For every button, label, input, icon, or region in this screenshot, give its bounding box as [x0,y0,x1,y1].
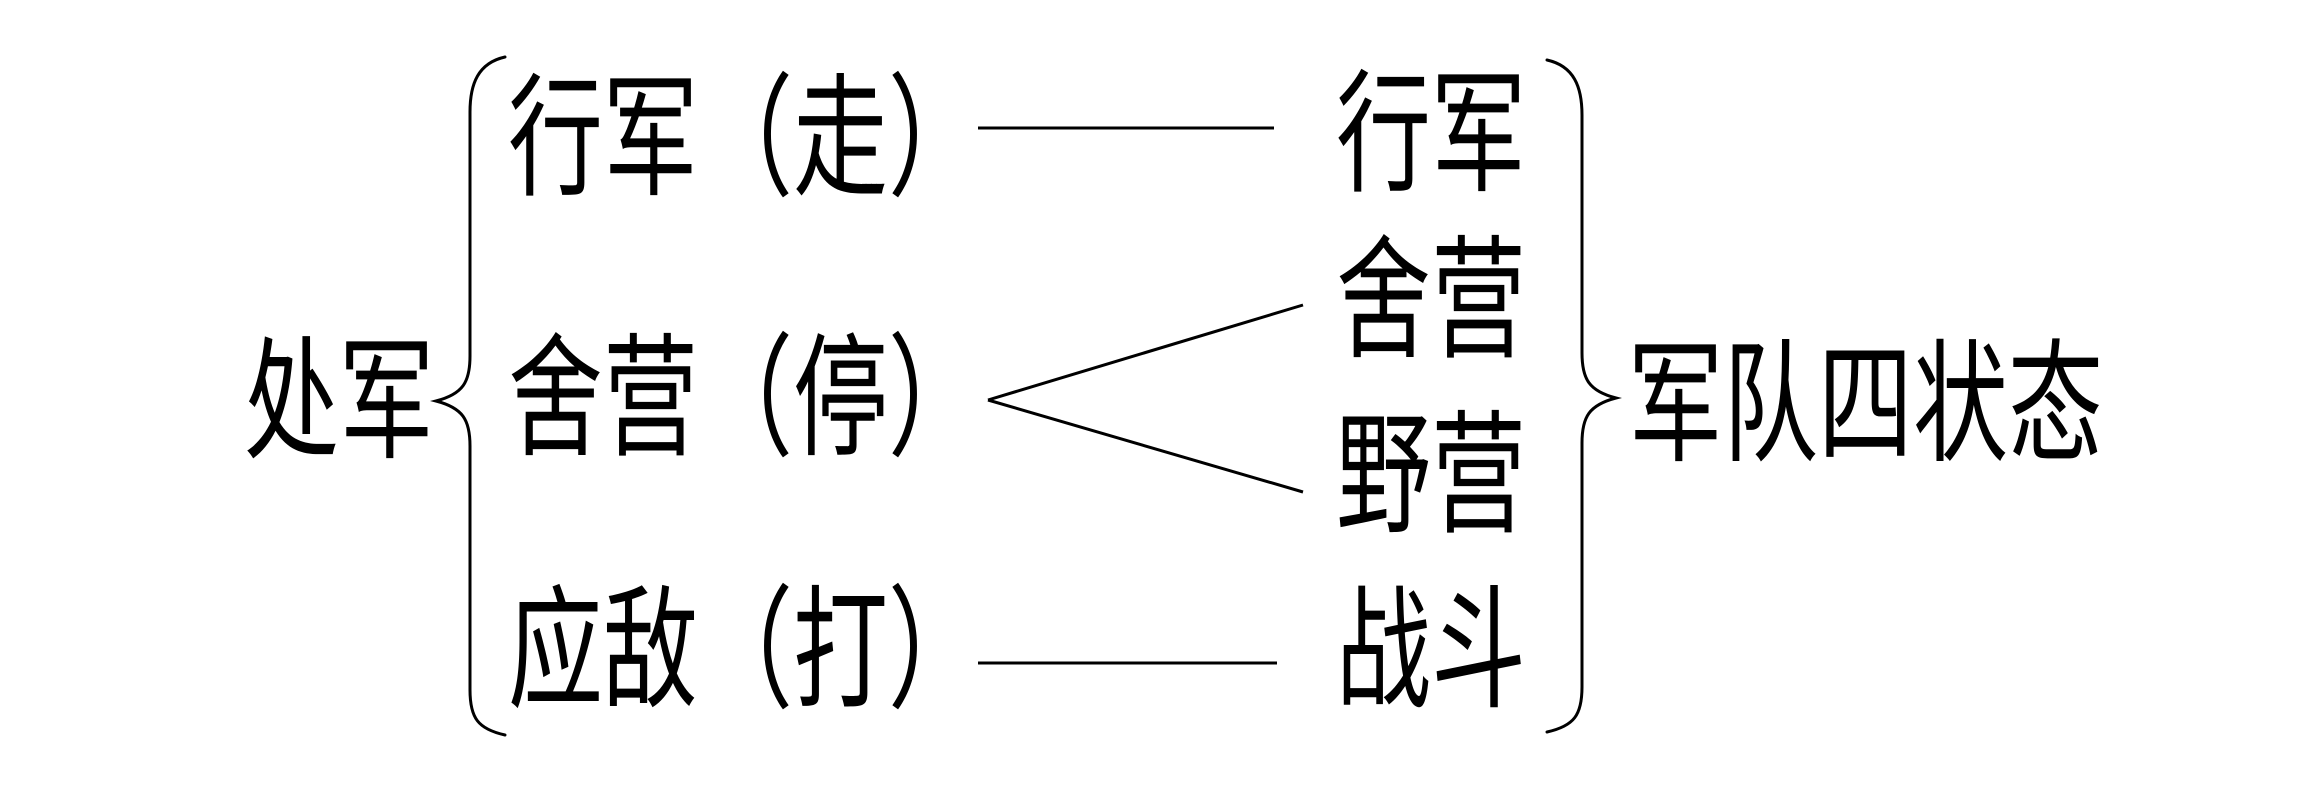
right-item-field-camp: 野营 [1336,402,1527,551]
fork-line-lower [987,398,1304,494]
right-item-marching: 行军 [1336,61,1527,210]
right-brace [1545,58,1622,734]
root-label: 处军 [244,328,435,477]
left-brace [430,55,507,737]
right-item-combat: 战斗 [1336,577,1527,726]
summary-label: 军队四状态 [1628,331,2104,480]
left-item-camping: 舍营（停） [508,325,984,474]
left-item-marching: 行军（走） [508,65,984,214]
right-item-billeting: 舍营 [1336,227,1527,376]
fork-line-upper [987,303,1304,402]
left-item-engaging: 应敌（打） [508,577,984,726]
